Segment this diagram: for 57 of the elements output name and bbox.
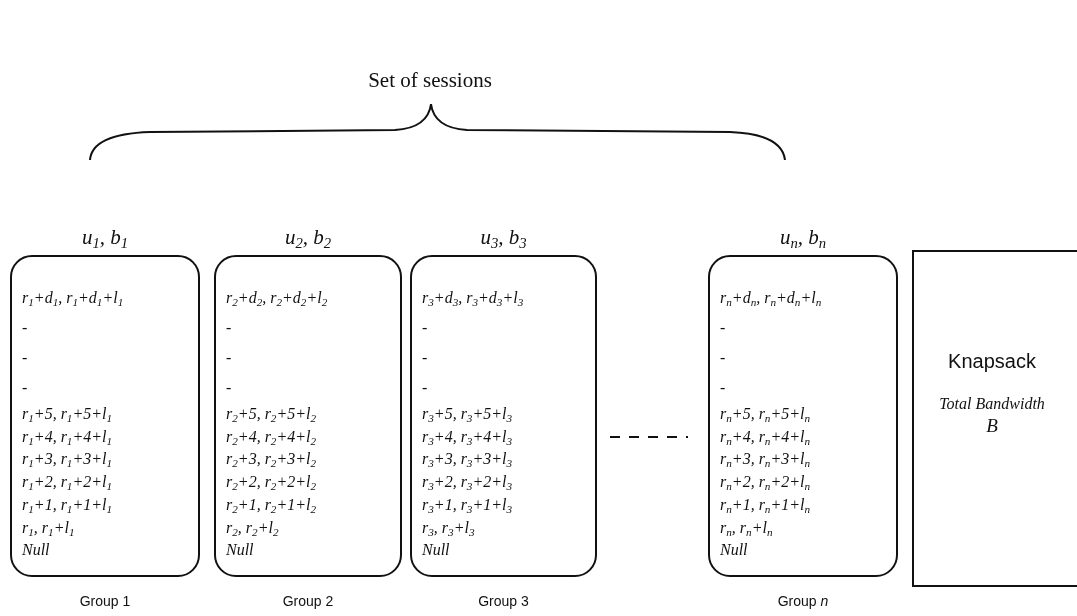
bandwidth-label: Total Bandwidth — [939, 395, 1045, 412]
group-heading: u$_{n}$, b$_{n}$ — [778, 225, 828, 250]
group-heading: u$_{1}$, b$_{1}$ — [80, 225, 130, 250]
interval-item: r$_{n}$+1, r$_{n}$+1+l$_{n}$ — [720, 494, 811, 517]
interval-item: r$_{1}$+4, r$_{1}$+4+l$_{1}$ — [22, 426, 113, 449]
interval-item: r$_{2}$+d$_{2}$, r$_{2}$+d$_{2}$+l$_{2}$ — [226, 288, 328, 311]
interval-item: r$_{1}$+1, r$_{1}$+1+l$_{1}$ — [22, 494, 113, 517]
group-heading: u$_{3}$, b$_{3}$ — [479, 225, 528, 250]
interval-item: r$_{1}$+2, r$_{1}$+2+l$_{1}$ — [22, 472, 113, 494]
interval-item: r$_{3}$+5, r$_{3}$+5+l$_{3}$ — [422, 404, 513, 426]
interval-item: r$_{3}$+d$_{3}$, r$_{3}$+d$_{3}$+l$_{3}$ — [422, 288, 524, 311]
group-caption: Group n — [777, 593, 829, 609]
interval-item: r$_{3}$+4, r$_{3}$+4+l$_{3}$ — [422, 426, 513, 449]
ellipsis-mark: - — [422, 378, 428, 398]
interval-item: Null — [720, 540, 748, 561]
interval-item: r$_{3}$+3, r$_{3}$+3+l$_{3}$ — [422, 449, 513, 472]
interval-item: r$_{1}$, r$_{1}$+l$_{1}$ — [22, 517, 75, 540]
interval-item: Null — [22, 540, 50, 561]
brace-label: Set of sessions — [367, 68, 493, 93]
group-caption: Group 3 — [478, 593, 529, 609]
group-heading: u$_{2}$, b$_{2}$ — [283, 225, 333, 250]
interval-item: r$_{1}$+3, r$_{1}$+3+l$_{1}$ — [22, 449, 113, 472]
interval-item: r$_{3}$+2, r$_{3}$+2+l$_{3}$ — [422, 472, 513, 494]
interval-item: r$_{2}$+1, r$_{2}$+1+l$_{2}$ — [226, 494, 317, 517]
interval-item: r$_{2}$, r$_{2}$+l$_{2}$ — [226, 517, 279, 540]
interval-item: r$_{n}$+4, r$_{n}$+4+l$_{n}$ — [720, 426, 811, 449]
interval-item: r$_{1}$+d$_{1}$, r$_{1}$+d$_{1}$+l$_{1}$ — [22, 288, 124, 311]
ellipsis-mark: - — [720, 378, 726, 398]
ellipsis-mark: - — [226, 378, 232, 398]
ellipsis-mark: - — [226, 318, 232, 338]
group-caption: Group 2 — [282, 593, 334, 609]
bandwidth-label: B — [986, 415, 998, 437]
ellipsis-mark: - — [720, 318, 726, 338]
interval-item: r$_{n}$+5, r$_{n}$+5+l$_{n}$ — [720, 404, 811, 426]
ellipsis-mark: - — [22, 348, 28, 368]
group-caption: Group 1 — [79, 593, 131, 609]
ellipsis-mark: - — [422, 318, 428, 338]
interval-item: r$_{2}$+3, r$_{2}$+3+l$_{2}$ — [226, 449, 317, 472]
interval-item: r$_{n}$+d$_{n}$, r$_{n}$+d$_{n}$+l$_{n}$ — [720, 288, 822, 311]
knapsack-title: Knapsack — [948, 350, 1036, 372]
ellipsis-mark: - — [422, 348, 428, 368]
interval-item: r$_{3}$, r$_{3}$+l$_{3}$ — [422, 517, 475, 540]
ellipsis-mark: - — [226, 348, 232, 368]
interval-item: r$_{3}$+1, r$_{3}$+1+l$_{3}$ — [422, 494, 513, 517]
interval-item: Null — [422, 540, 450, 561]
interval-item: Null — [226, 540, 254, 561]
interval-item: r$_{2}$+2, r$_{2}$+2+l$_{2}$ — [226, 472, 317, 494]
ellipsis-mark: - — [22, 378, 28, 398]
interval-item: r$_{n}$+2, r$_{n}$+2+l$_{n}$ — [720, 472, 811, 494]
ellipsis-mark: - — [720, 348, 726, 368]
ellipsis-mark: - — [22, 318, 28, 338]
interval-item: r$_{1}$+5, r$_{1}$+5+l$_{1}$ — [22, 404, 113, 426]
interval-item: r$_{2}$+4, r$_{2}$+4+l$_{2}$ — [226, 426, 317, 449]
interval-item: r$_{n}$+3, r$_{n}$+3+l$_{n}$ — [720, 449, 811, 472]
interval-item: r$_{n}$, r$_{n}$+l$_{n}$ — [720, 517, 773, 540]
knapsack-box — [912, 250, 1077, 587]
interval-item: r$_{2}$+5, r$_{2}$+5+l$_{2}$ — [226, 404, 317, 426]
